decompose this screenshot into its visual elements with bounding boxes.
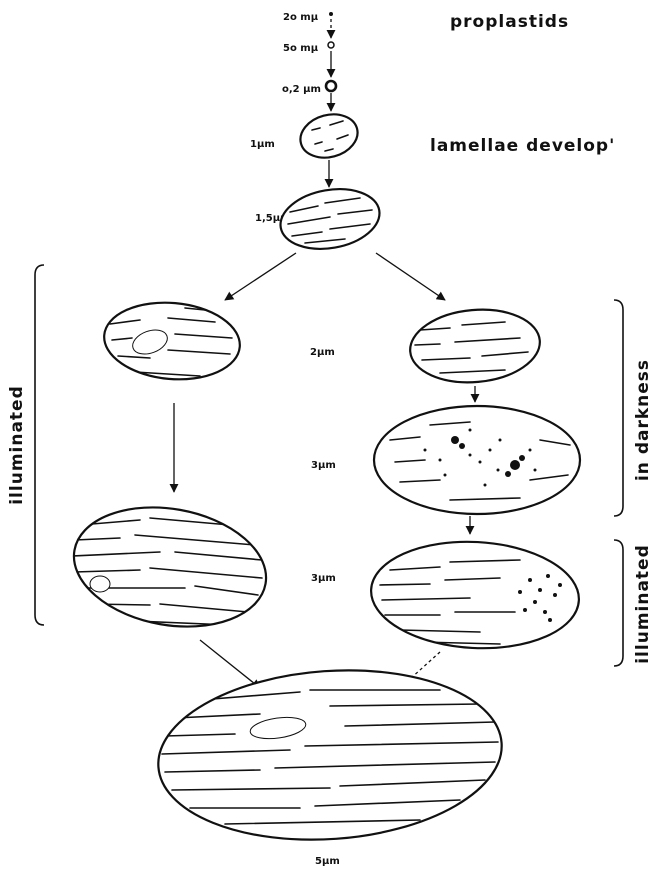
size-label-0-2um: o,2 µm: [282, 84, 321, 95]
arrow-to-illuminated-branch: [225, 253, 296, 300]
darkness-bracket: [614, 300, 623, 516]
proplastid-0-2um: [326, 81, 336, 91]
plastid-right-3um-darkness: [374, 406, 580, 514]
size-label-20mu: 2o mµ: [283, 12, 319, 23]
plastid-left-3um: [64, 493, 275, 641]
plastid-right-2um: [407, 304, 543, 387]
lamellae-develop-label: lamellae develop': [430, 136, 615, 156]
size-label-3um-dark: 3µm: [311, 460, 336, 471]
size-label-50mu: 5o mµ: [283, 43, 319, 54]
plastid-right-3um-illuminated: [368, 537, 581, 654]
proplastid-50mu: [328, 42, 334, 48]
proplastid-20mu: [329, 12, 333, 16]
arrow-to-darkness-branch: [376, 253, 445, 300]
illuminated-right-label: illuminated: [633, 544, 653, 664]
illuminated-left-bracket: [35, 265, 44, 625]
plastid-1-5um: [276, 182, 385, 256]
size-label-1um: 1µm: [250, 139, 275, 150]
size-label-3um-illuminated: 3µm: [311, 573, 336, 584]
plastid-5um: [153, 659, 508, 851]
arrow-left-to-5um: [200, 640, 260, 688]
size-label-5um: 5µm: [315, 856, 340, 867]
size-label-2um: 2µm: [310, 347, 335, 358]
illuminated-left-label: illuminated: [7, 385, 27, 505]
proplastids-label: proplastids: [450, 12, 569, 32]
plastid-left-2um: [101, 297, 243, 385]
plastid-1um: [296, 108, 363, 164]
illuminated-right-bracket: [614, 540, 623, 666]
in-darkness-label: in darkness: [633, 359, 653, 481]
